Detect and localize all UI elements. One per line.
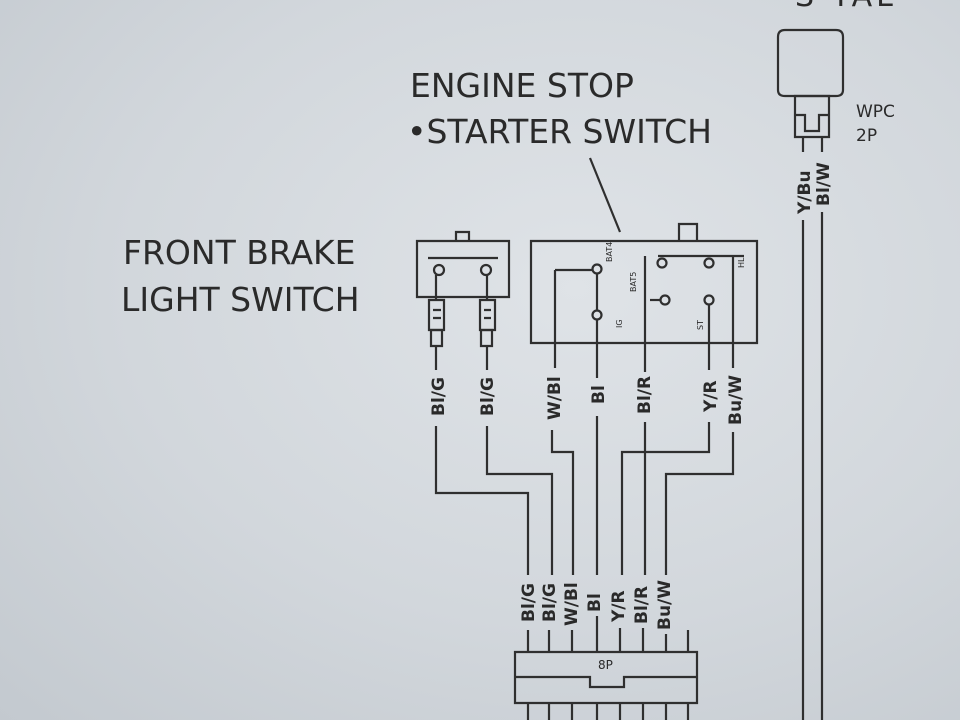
bundle-labels: Bl/G Bl/G W/Bl Bl Y/R Bl/R Bu/W: [519, 580, 675, 630]
bundle-label-4: Y/R: [609, 590, 629, 623]
engine-stop-leader-line: [588, 157, 622, 233]
connector-8p-label: 8P: [598, 658, 613, 672]
wire-label-wpc-1: Y/Bu: [795, 170, 815, 215]
header-partial-text: S TAL: [795, 0, 897, 14]
wpc-connector-symbol: [776, 28, 845, 152]
wire-label-brake-2: Bl/G: [478, 377, 498, 416]
terminal-st: ST: [696, 320, 705, 330]
wire-label-stop-5: Bu/W: [726, 375, 746, 425]
engine-stop-label-line1: ENGINE STOP: [410, 66, 634, 105]
wire-routing: [434, 212, 824, 720]
bundle-label-6: Bu/W: [655, 580, 675, 630]
wire-label-stop-2: Bl: [589, 385, 609, 404]
wpc-label-line2: 2P: [856, 126, 877, 146]
engine-stop-switch-symbol: [529, 222, 759, 345]
bundle-label-1: Bl/G: [540, 583, 560, 622]
bundle-stubs: [526, 616, 690, 652]
bundle-label-3: Bl: [585, 593, 605, 612]
wire-labels: Bl/G Bl/G W/Bl Bl Bl/R Y/R Bu/W Y/Bu Bl/…: [429, 162, 834, 425]
terminal-ig: IG: [615, 319, 624, 328]
front-brake-switch-symbol: [415, 230, 511, 348]
switch-terminal-labels: BAT4 BAT5 IG ST HL: [605, 242, 746, 330]
engine-stop-label-line2: •STARTER SWITCH: [407, 112, 712, 151]
connector-8p: [513, 650, 699, 720]
terminal-bat5: BAT5: [629, 272, 638, 292]
bundle-label-2: W/Bl: [562, 582, 582, 626]
wire-label-wpc-2: Bl/W: [814, 162, 834, 206]
wire-label-stop-1: W/Bl: [545, 376, 565, 420]
wire-label-brake-1: Bl/G: [429, 377, 449, 416]
front-brake-label-line1: FRONT BRAKE: [123, 233, 356, 272]
terminal-bat4: BAT4: [605, 242, 614, 262]
bundle-label-0: Bl/G: [519, 583, 539, 622]
wire-label-stop-4: Y/R: [701, 380, 721, 413]
front-brake-label-line2: LIGHT SWITCH: [121, 280, 360, 319]
bundle-label-5: Bl/R: [632, 586, 652, 624]
wpc-label-line1: WPC: [856, 102, 895, 122]
wire-label-stop-3: Bl/R: [635, 376, 655, 414]
terminal-hl: HL: [737, 257, 746, 268]
